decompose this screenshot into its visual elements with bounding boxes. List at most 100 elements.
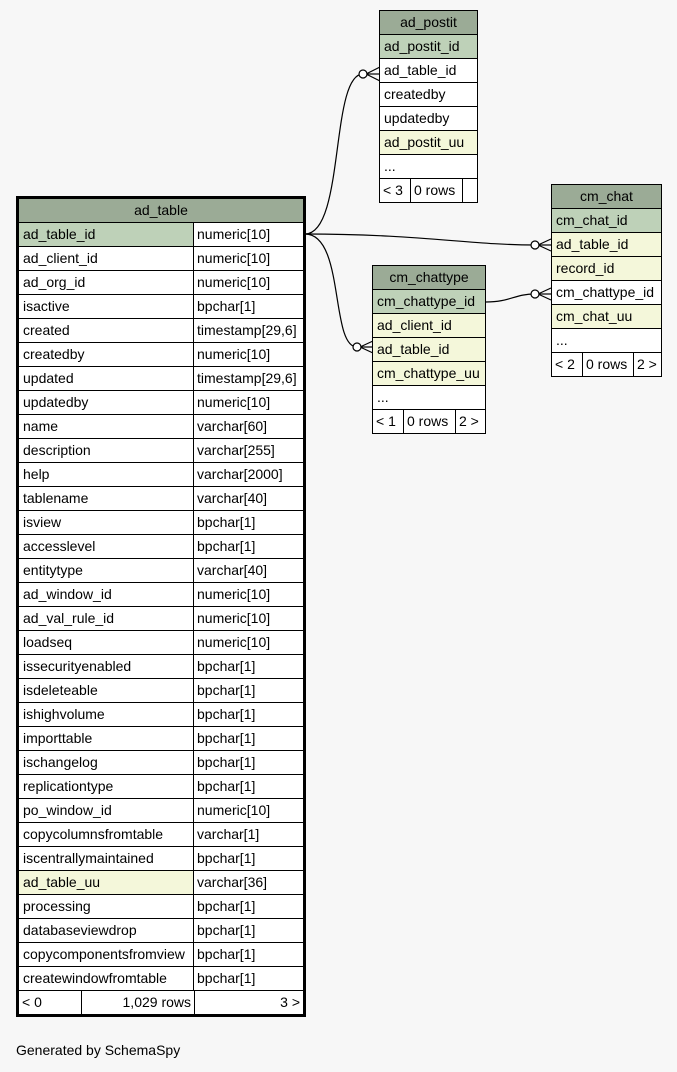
column-name: ishighvolume <box>19 703 194 726</box>
column-name: ad_table_id <box>19 223 194 246</box>
edge-cm_chat-cm_chattype <box>485 293 536 303</box>
table-footer: < 1 0 rows 2 > <box>373 410 485 433</box>
column-type: varchar[2000] <box>197 466 283 482</box>
column-name: databaseviewdrop <box>19 919 194 942</box>
column-row: record_id <box>552 257 661 281</box>
children-count[interactable]: 2 > <box>455 410 485 433</box>
column-type: bpchar[1] <box>197 538 256 554</box>
table-title[interactable]: ad_postit <box>380 11 477 35</box>
children-count[interactable]: 3 > <box>194 991 303 1014</box>
column-name: po_window_id <box>19 799 194 822</box>
table-title[interactable]: cm_chat <box>552 185 661 209</box>
column-row: cm_chat_uu <box>552 305 661 329</box>
column-type: numeric[10] <box>197 250 271 266</box>
column-name: updatedby <box>19 391 194 414</box>
column-type: numeric[10] <box>197 274 271 290</box>
column-type: bpchar[1] <box>197 298 256 314</box>
column-name: processing <box>19 895 194 918</box>
column-type: varchar[40] <box>197 562 268 578</box>
table-ad_postit[interactable]: ad_postit ad_postit_id ad_table_id creat… <box>379 10 478 203</box>
column-row: ad_table_id <box>373 338 485 362</box>
column-name: importtable <box>19 727 194 750</box>
column-row: cm_chattype_id <box>552 281 661 305</box>
column-name: accesslevel <box>19 535 194 558</box>
column-type: varchar[36] <box>197 874 268 890</box>
column-type: bpchar[1] <box>197 682 256 698</box>
column-name: copycolumnsfromtable <box>19 823 194 846</box>
column-type: bpchar[1] <box>197 898 256 914</box>
parents-count[interactable]: < 1 <box>376 413 396 429</box>
column-name: ischangelog <box>19 751 194 774</box>
column-name: ad_window_id <box>19 583 194 606</box>
column-type: bpchar[1] <box>197 514 256 530</box>
column-row: ... <box>552 329 661 353</box>
edge-ad_postit-ad_table <box>304 73 364 235</box>
column-name: ad_val_rule_id <box>19 607 194 630</box>
column-row: ad_postit_id <box>380 35 477 59</box>
column-type: varchar[60] <box>197 418 268 434</box>
crowfoot-cm_chat-ad_table <box>537 238 552 246</box>
column-name: issecurityenabled <box>19 655 194 678</box>
row-count: 0 rows <box>582 353 633 376</box>
column-name: isactive <box>19 295 194 318</box>
column-name: entitytype <box>19 559 194 582</box>
column-name: loadseq <box>19 631 194 654</box>
parents-count[interactable]: < 3 <box>383 182 403 198</box>
column-name: description <box>19 439 194 462</box>
column-type: bpchar[1] <box>197 922 256 938</box>
crowfoot-ad_postit <box>365 66 381 75</box>
children-count[interactable]: 2 > <box>633 353 661 376</box>
column-type: numeric[10] <box>197 610 271 626</box>
column-type: bpchar[1] <box>197 778 256 794</box>
optional-marker-cm_chat-cm_chattype <box>530 289 540 299</box>
edge-cm_chat-ad_table <box>304 233 536 246</box>
table-cm_chat[interactable]: cm_chat cm_chat_id ad_table_id record_id… <box>551 184 662 377</box>
column-name: createwindowfromtable <box>19 967 194 990</box>
column-type: bpchar[1] <box>197 658 256 674</box>
optional-marker-cm_chattype <box>352 342 362 352</box>
table-title[interactable]: cm_chattype <box>373 266 485 290</box>
column-type: bpchar[1] <box>197 730 256 746</box>
column-row: ... <box>373 386 485 410</box>
parents-count[interactable]: < 0 <box>22 994 42 1010</box>
column-type: numeric[10] <box>197 586 271 602</box>
column-type: varchar[1] <box>197 826 260 842</box>
edge-cm_chattype-ad_table <box>304 233 358 348</box>
row-count: 0 rows <box>403 410 455 433</box>
parents-count[interactable]: < 2 <box>555 356 575 372</box>
column-type: numeric[10] <box>197 346 271 362</box>
table-title[interactable]: ad_table <box>19 199 303 223</box>
table-footer: < 2 0 rows 2 > <box>552 353 661 376</box>
children-count[interactable] <box>462 179 477 202</box>
table-cm_chattype[interactable]: cm_chattype cm_chattype_id ad_client_id … <box>372 265 486 434</box>
row-count: 1,029 rows <box>81 991 194 1014</box>
column-type: numeric[10] <box>197 394 271 410</box>
crowfoot-cm_chat-cm_chattype <box>537 287 552 295</box>
column-name: ad_table_uu <box>19 871 194 894</box>
generated-by-label: Generated by SchemaSpy <box>16 1042 181 1058</box>
column-type: bpchar[1] <box>197 706 256 722</box>
